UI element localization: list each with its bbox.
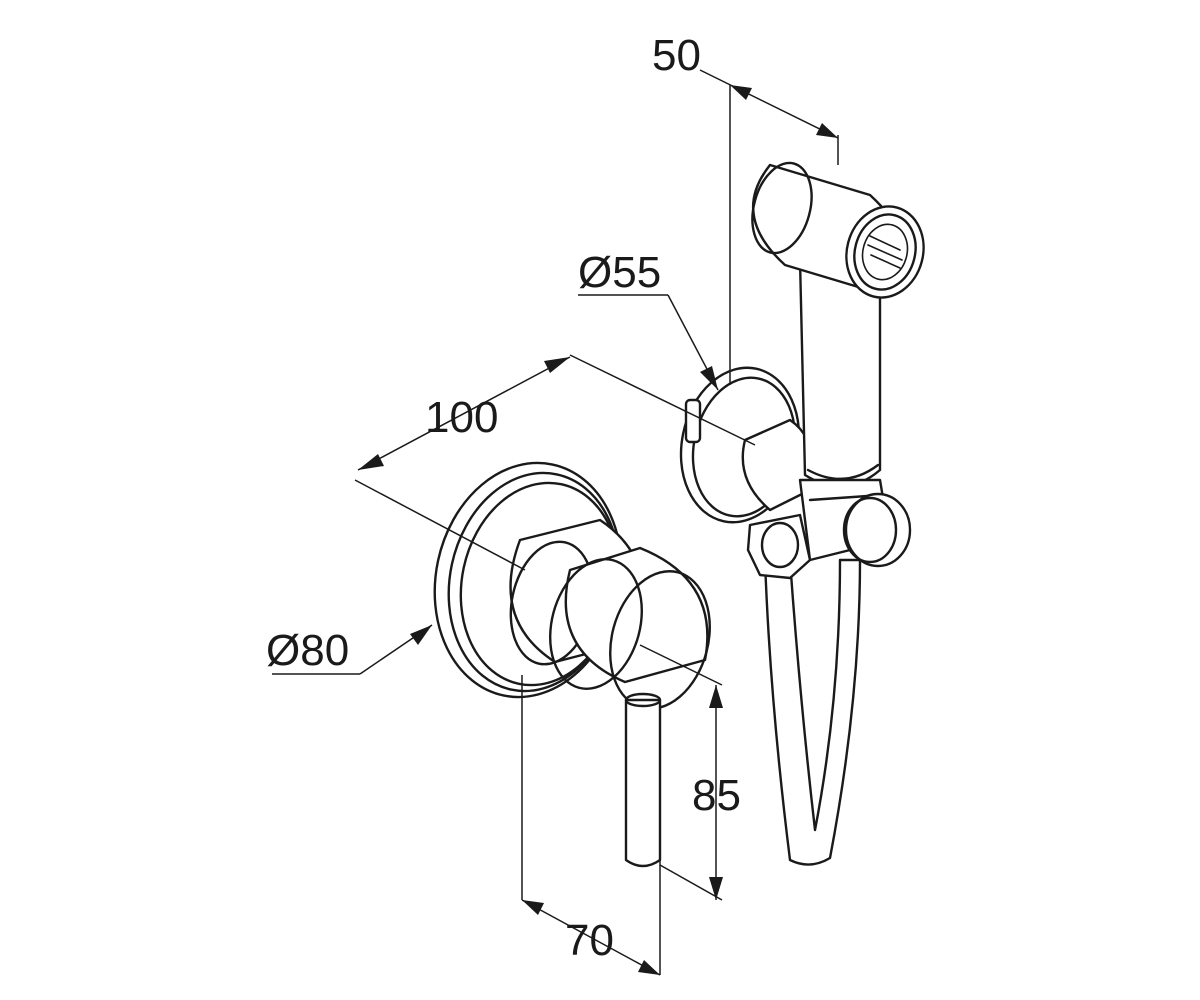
dim-label-70: 70 — [565, 916, 614, 965]
mixer-lever — [624, 692, 662, 868]
mixer-valve — [433, 461, 711, 868]
dim-label-50: 50 — [652, 31, 701, 80]
dimension-50: 50 — [652, 31, 839, 385]
bidet-shower-assembly — [679, 161, 925, 866]
dim-label-diameter-55: Ø55 — [578, 248, 661, 297]
shower-head — [751, 161, 925, 299]
dimension-85: 85 — [639, 644, 741, 901]
hose-nut — [746, 513, 812, 580]
dimension-70: 70 — [521, 675, 661, 976]
clamp-knob — [842, 492, 912, 568]
dimension-80: Ø80 — [266, 624, 433, 675]
mixer-knob — [548, 546, 711, 710]
dim-label-100: 100 — [425, 393, 498, 442]
dimension-100: 100 — [354, 354, 756, 571]
shower-hose — [763, 558, 862, 866]
dimension-55: Ø55 — [578, 248, 719, 391]
dim-label-85: 85 — [692, 771, 741, 820]
dim-label-diameter-80: Ø80 — [266, 626, 349, 675]
